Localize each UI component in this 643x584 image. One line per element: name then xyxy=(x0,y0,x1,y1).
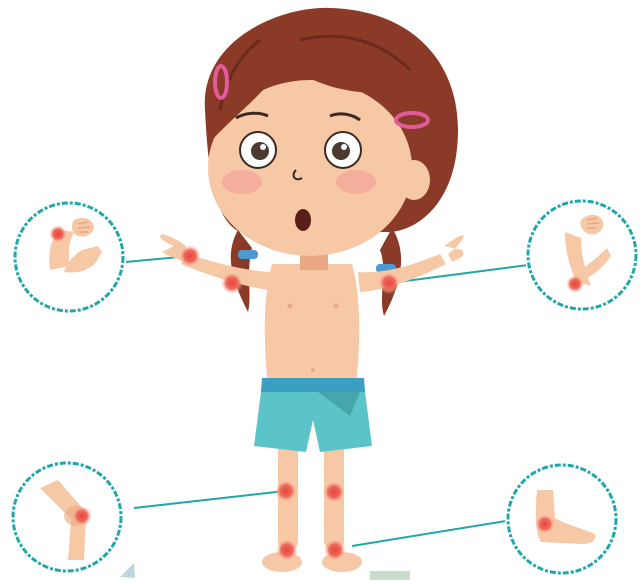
wrist-icon xyxy=(12,200,126,314)
girl-figure xyxy=(160,8,464,572)
pain-left-knee xyxy=(275,480,297,502)
elbow-icon xyxy=(525,198,639,312)
knee-icon xyxy=(10,460,124,574)
elbow-callout xyxy=(525,198,639,312)
ankle-icon xyxy=(505,462,619,576)
wrist-callout xyxy=(12,200,126,314)
connector-left-knee xyxy=(134,491,285,508)
pain-right-knee xyxy=(323,481,345,503)
decor-bar xyxy=(370,571,410,580)
pain-left-ankle xyxy=(276,539,298,561)
pain-left-wrist xyxy=(179,245,201,267)
pain-right-ankle xyxy=(324,539,346,561)
pain-right-elbow xyxy=(378,272,400,294)
torso xyxy=(265,264,360,384)
pain-left-elbow xyxy=(221,272,243,294)
knee-callout xyxy=(10,460,124,574)
head xyxy=(205,8,458,256)
ankle-callout xyxy=(505,462,619,576)
connector-right-ankle xyxy=(352,520,512,546)
shorts xyxy=(254,378,372,452)
